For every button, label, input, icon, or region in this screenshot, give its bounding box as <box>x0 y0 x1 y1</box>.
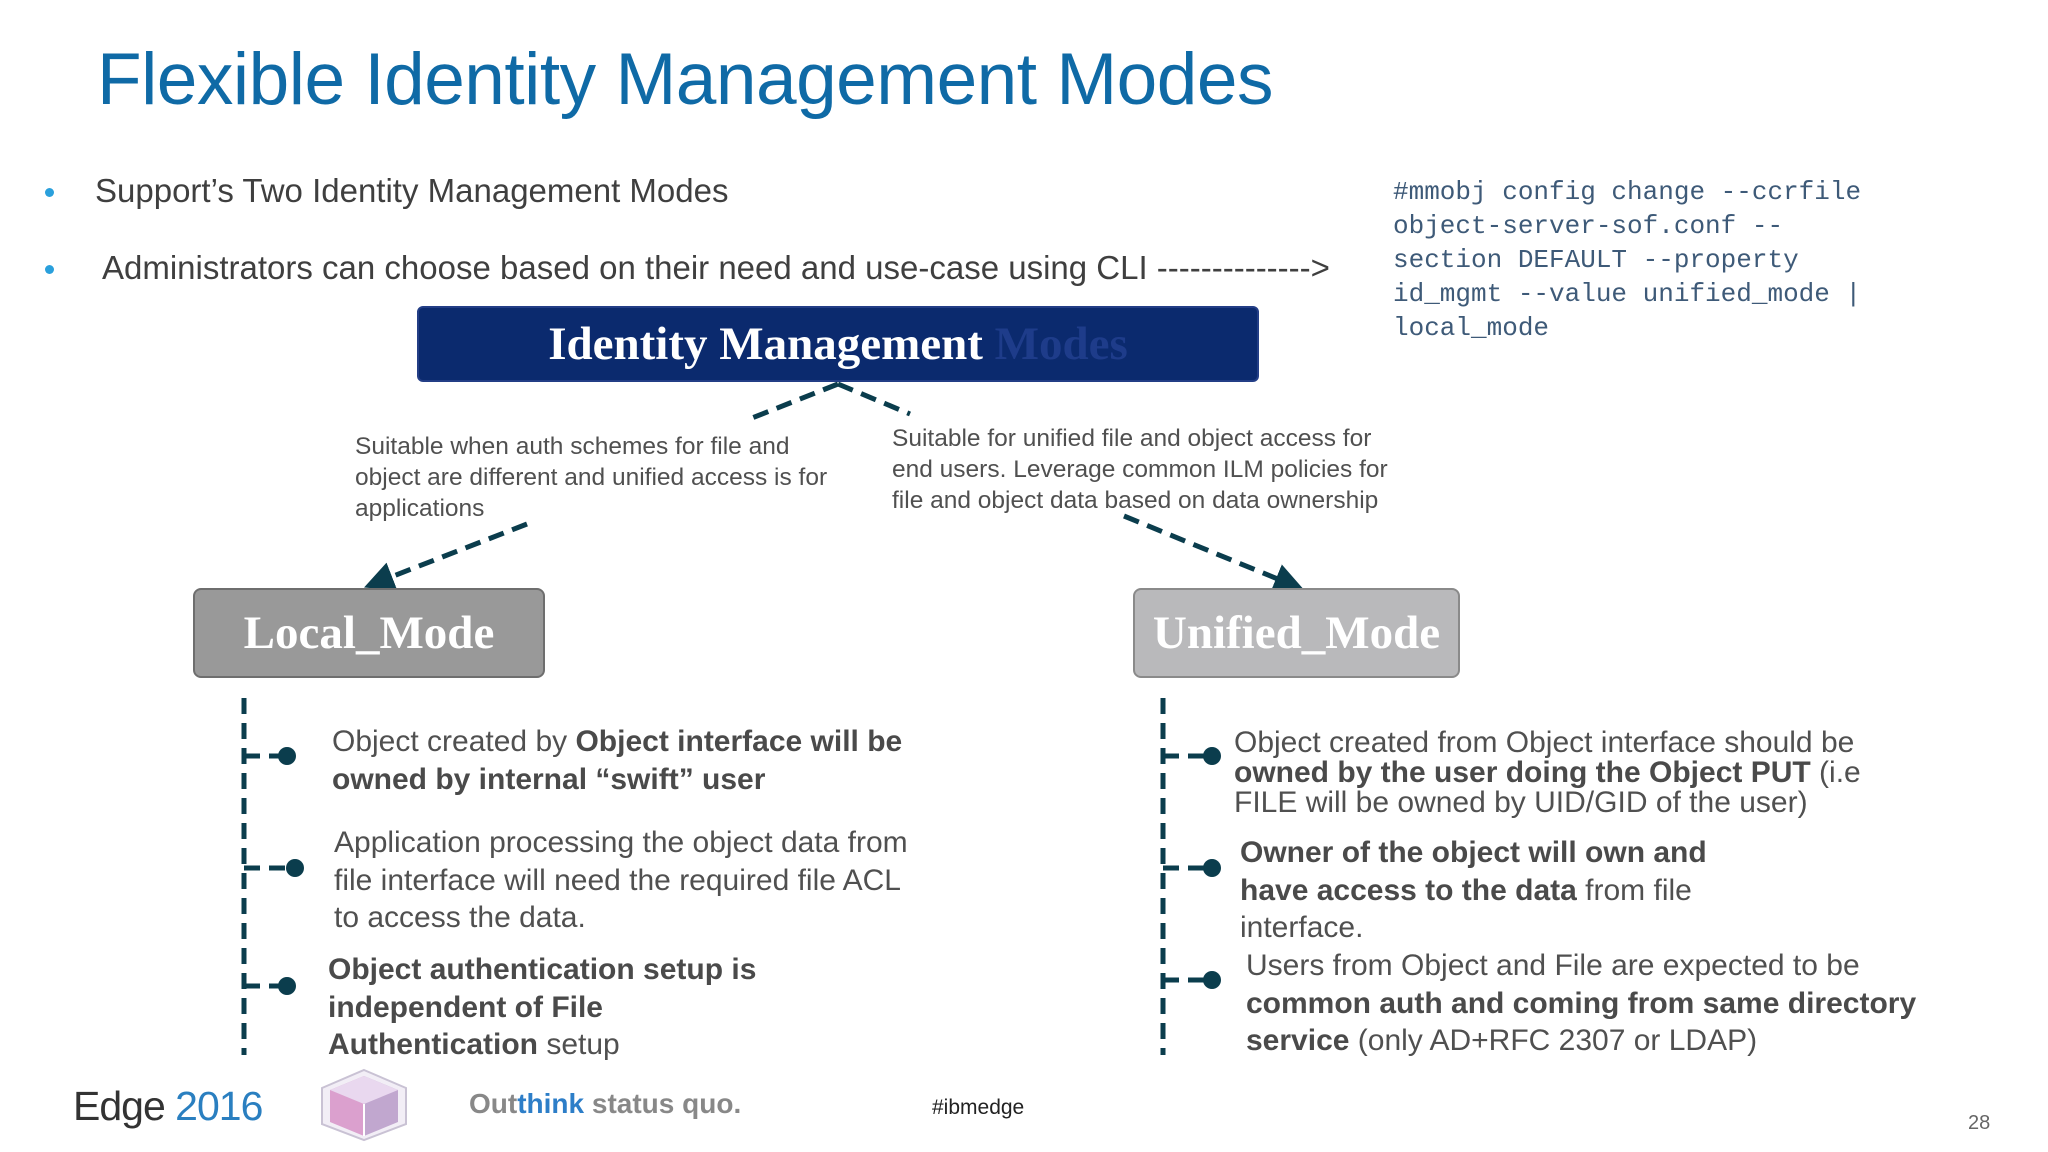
local-mode-item: Object authentication setup is independe… <box>328 951 758 1064</box>
tagline-think: think <box>517 1088 585 1119</box>
cli-line: object-server-sof.conf -- <box>1393 211 1784 241</box>
unified-mode-item: Users from Object and File are expected … <box>1246 947 1966 1060</box>
identity-management-ghost: Modes <box>994 318 1128 370</box>
unified-item-dot-1 <box>1203 747 1221 765</box>
unified-item-dot-2 <box>1203 859 1221 877</box>
edge-logo-word: Edge <box>73 1083 166 1129</box>
tagline: Outthink status quo. <box>469 1088 741 1120</box>
item-text: Users from Object and File are expected … <box>1246 949 1860 982</box>
local-mode-description: Suitable when auth schemes for file and … <box>355 433 828 522</box>
unified-mode-description: Suitable for unified file and object acc… <box>892 425 1388 514</box>
edge-logo: Edge 2016 <box>73 1083 263 1130</box>
page-title: Flexible Identity Management Modes <box>97 39 1273 120</box>
item-text: Object created by <box>332 725 576 758</box>
item-text: Object created from Object interface sho… <box>1234 726 1855 759</box>
local-mode-item: Object created by Object interface will … <box>332 723 922 798</box>
cli-line: id_mgmt --value unified_mode | <box>1393 279 1862 309</box>
tagline-rest: status quo. <box>584 1088 742 1119</box>
unified-mode-item: Object created from Object interface sho… <box>1234 728 1914 818</box>
item-bold-text: owned by the user doing the Object PUT <box>1234 756 1811 789</box>
hashtag: #ibmedge <box>932 1096 1025 1119</box>
item-bold-text: Owner of the object will own and have ac… <box>1240 836 1707 907</box>
item-text: (i.e FILE will be owned by UID/GID of th… <box>1234 756 1861 819</box>
local-item-dot-1 <box>278 747 296 765</box>
item-bold-text: Object interface will be owned by intern… <box>332 725 903 796</box>
item-text: (only AD+RFC 2307 or LDAP) <box>1349 1024 1758 1057</box>
bullet-text-1: Support’s Two Identity Management Modes <box>95 172 729 209</box>
local-mode-item: Application processing the object data f… <box>334 824 914 937</box>
local-mode-box: Local_Mode <box>193 588 545 678</box>
page-number: 28 <box>1968 1112 1991 1134</box>
unified-mode-box: Unified_Mode <box>1133 588 1460 678</box>
connector-top-right <box>837 381 911 417</box>
cli-line: #mmobj config change --ccrfile <box>1393 177 1862 207</box>
identity-management-box: Identity Management Modes <box>417 306 1259 382</box>
cli-line: section DEFAULT --property <box>1393 245 1799 275</box>
item-text: setup <box>538 1028 620 1061</box>
local-mode-label: Local_Mode <box>243 607 495 659</box>
unified-mode-item: Owner of the object will own and have ac… <box>1240 834 1760 947</box>
unified-item-dot-3 <box>1203 971 1221 989</box>
cli-line: local_mode <box>1393 313 1550 343</box>
arrow-to-unified-mode <box>1123 513 1304 593</box>
bullet-dot-2 <box>45 265 54 274</box>
local-item-dot-3 <box>278 977 296 995</box>
bullet-dot-1 <box>45 188 54 197</box>
item-bold-text: Object authentication setup is independe… <box>328 953 757 1061</box>
cube-logo-icon <box>321 1068 407 1142</box>
local-item-dot-2 <box>286 859 304 877</box>
arrow-to-local-mode <box>364 521 528 591</box>
tagline-out: Out <box>469 1088 518 1119</box>
edge-logo-year: 2016 <box>175 1083 263 1129</box>
item-bold-text: common auth and coming from same directo… <box>1246 986 1917 1058</box>
unified-mode-label: Unified_Mode <box>1152 607 1441 659</box>
cli-command: #mmobj config change --ccrfile object-se… <box>1393 175 1861 345</box>
bullet-text-2: Administrators can choose based on their… <box>102 249 1330 286</box>
identity-management-label: Identity Management <box>548 318 983 370</box>
item-text: Application processing the object data f… <box>334 826 908 934</box>
item-text: from file interface. <box>1240 873 1692 945</box>
connector-top-left <box>751 381 839 421</box>
